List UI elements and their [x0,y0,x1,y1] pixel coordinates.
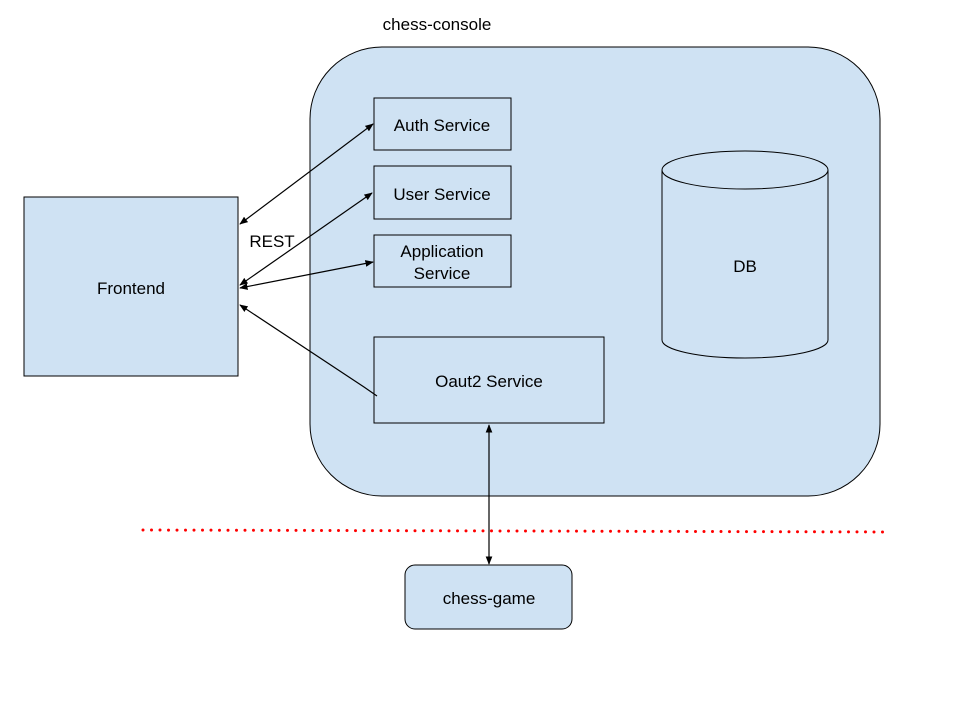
application-service-label-line2: Service [414,264,471,283]
oauth2-service-node: Oaut2 Service [373,336,605,424]
chess-game-label: chess-game [443,589,536,608]
oauth2-service-label: Oaut2 Service [435,372,543,391]
network-boundary-line [141,528,892,534]
frontend-oauth2-connector [239,304,378,397]
auth-service-label: Auth Service [394,116,490,135]
chess-console-label: chess-console [383,15,492,34]
rest-label: REST [249,232,294,251]
frontend-label: Frontend [97,279,165,298]
chess-game-node: chess-game [404,564,573,630]
user-service-label: User Service [393,185,490,204]
frontend-application-connector [239,260,374,290]
application-service-node: Application Service [373,234,512,288]
application-service-label-line1: Application [400,242,483,261]
auth-service-node: Auth Service [373,97,512,151]
user-service-node: User Service [373,165,512,220]
db-label: DB [733,257,757,276]
db-cylinder: DB [661,150,829,359]
frontend-node: Frontend [23,196,239,377]
